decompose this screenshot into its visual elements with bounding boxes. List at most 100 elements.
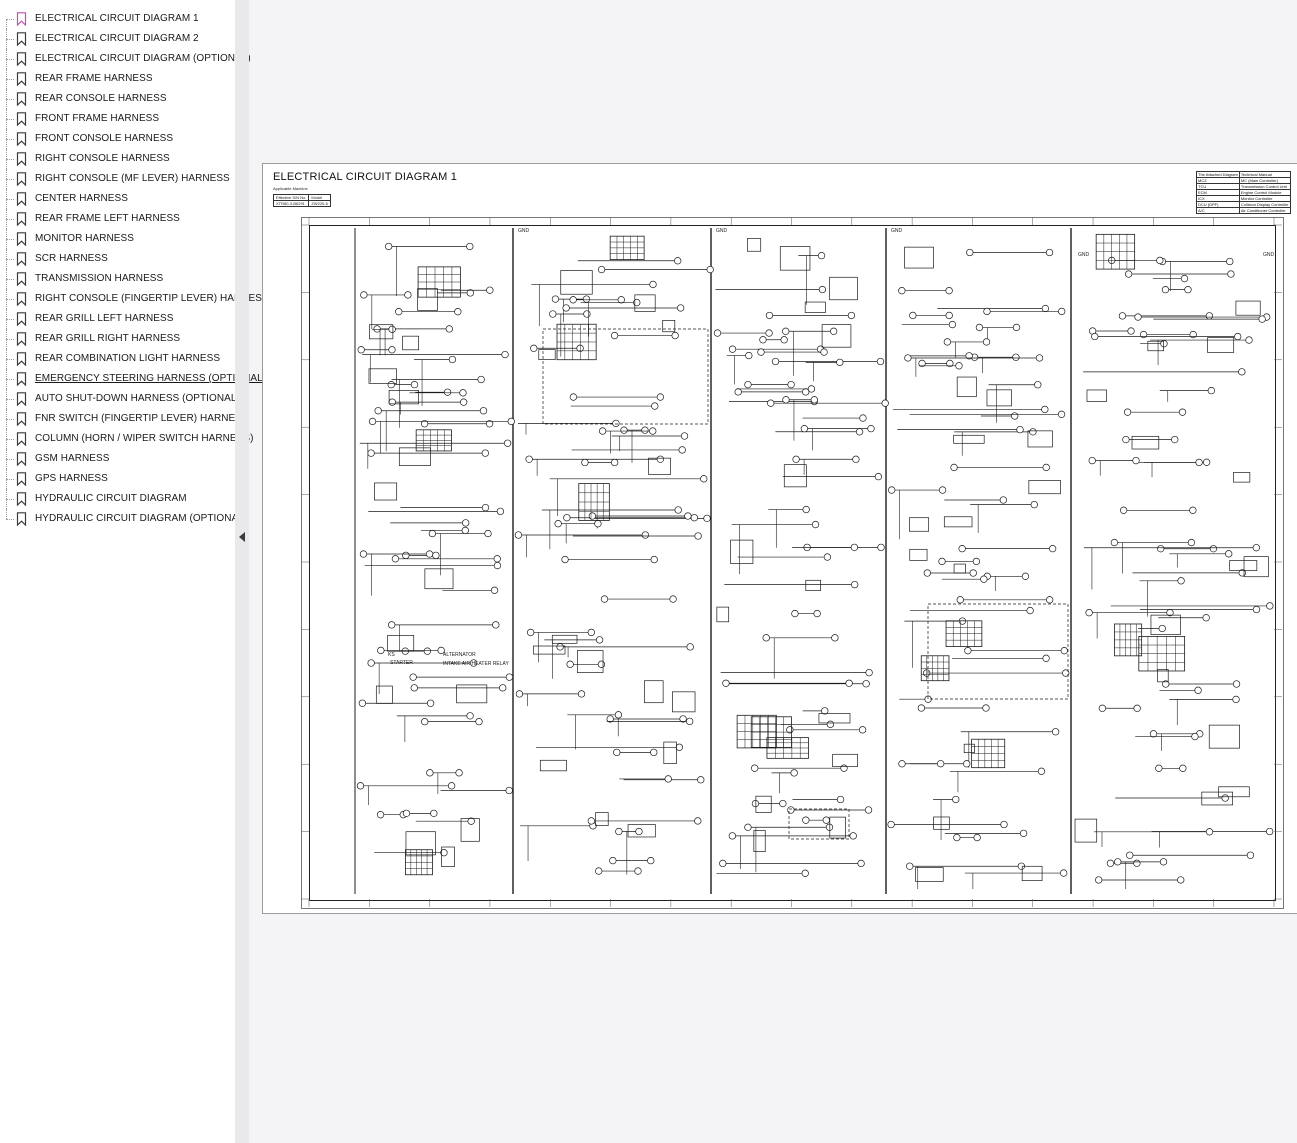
- terminal-node: [1202, 458, 1211, 466]
- component-box: [374, 482, 398, 501]
- bookmark-item[interactable]: REAR FRAME LEFT HARNESS: [0, 209, 235, 229]
- terminal-node: [1149, 730, 1158, 738]
- component-box: [1233, 472, 1251, 483]
- terminal-node: [787, 806, 795, 814]
- bookmark-icon: [16, 112, 27, 126]
- ground-label: GND: [1263, 252, 1275, 258]
- terminal-node: [374, 407, 382, 415]
- terminal-node: [481, 449, 489, 457]
- terminal-node: [613, 748, 621, 757]
- bookmark-item[interactable]: FNR SWITCH (FINGERTIP LEVER) HARNESS: [0, 409, 249, 429]
- bookmark-item[interactable]: HYDRAULIC CIRCUIT DIAGRAM (OPTIONAL): [0, 509, 247, 529]
- bookmark-item[interactable]: HYDRAULIC CIRCUIT DIAGRAM: [0, 489, 235, 509]
- terminal-node: [782, 396, 790, 404]
- bookmark-item[interactable]: GSM HARNESS: [0, 449, 235, 469]
- component-box: [663, 741, 677, 764]
- terminal-node: [426, 769, 434, 777]
- bookmark-icon: [16, 32, 27, 46]
- component-box: [986, 389, 1012, 407]
- terminal-node: [684, 512, 692, 520]
- chevron-left-icon[interactable]: [238, 531, 246, 543]
- terminal-node: [1205, 312, 1214, 320]
- terminal-node: [1098, 704, 1107, 712]
- terminal-node: [1012, 353, 1020, 361]
- drawing-border: [309, 225, 1276, 901]
- bookmark-item[interactable]: RIGHT CONSOLE HARNESS: [0, 149, 235, 169]
- sidebar-splitter[interactable]: [235, 0, 249, 1143]
- component-box: [441, 846, 455, 867]
- terminal-node: [1042, 463, 1050, 472]
- terminal-node: [440, 849, 448, 857]
- terminal-node: [1035, 354, 1044, 362]
- bookmark-item[interactable]: GPS HARNESS: [0, 469, 235, 489]
- bookmark-item[interactable]: REAR GRILL LEFT HARNESS: [0, 309, 235, 329]
- bookmark-item[interactable]: CENTER HARNESS: [0, 189, 235, 209]
- terminal-node: [459, 398, 468, 406]
- bookmark-item[interactable]: TRANSMISSION HARNESS: [0, 269, 235, 289]
- terminal-node: [852, 455, 860, 463]
- bookmark-item[interactable]: FRONT CONSOLE HARNESS: [0, 129, 235, 149]
- component-box: [424, 568, 454, 590]
- component-box: [963, 743, 975, 754]
- bookmark-item[interactable]: AUTO SHUT-DOWN HARNESS (OPTIONAL): [0, 389, 240, 409]
- terminal-node: [836, 795, 845, 804]
- terminal-node: [576, 344, 584, 352]
- bookmark-item[interactable]: REAR CONSOLE HARNESS: [0, 89, 235, 109]
- terminal-node: [356, 782, 365, 790]
- bookmark-item[interactable]: REAR GRILL RIGHT HARNESS: [0, 329, 235, 349]
- terminal-node: [1258, 315, 1266, 323]
- bookmark-item[interactable]: COLUMN (HORN / WIPER SWITCH HARNESS): [0, 429, 253, 449]
- terminal-node: [945, 287, 953, 295]
- component-box: [832, 753, 858, 768]
- bookmark-item[interactable]: RIGHT CONSOLE (MF LEVER) HARNESS: [0, 169, 235, 189]
- terminal-node: [952, 795, 960, 804]
- bookmark-icon: [16, 72, 27, 86]
- terminal-node: [1177, 577, 1185, 585]
- bookmark-item[interactable]: REAR COMBINATION LIGHT HARNESS: [0, 349, 235, 369]
- terminal-node: [1029, 428, 1037, 436]
- diagram-page: ELECTRICAL CIRCUIT DIAGRAM 1 Applicable …: [262, 163, 1297, 914]
- terminal-node: [1122, 435, 1130, 444]
- bookmark-item[interactable]: ELECTRICAL CIRCUIT DIAGRAM 1: [0, 9, 235, 29]
- bookmark-label: ELECTRICAL CIRCUIT DIAGRAM 2: [35, 33, 199, 44]
- document-viewer[interactable]: ELECTRICAL CIRCUIT DIAGRAM 1 Applicable …: [249, 0, 1297, 1143]
- terminal-node: [820, 348, 828, 356]
- component-box: [1150, 614, 1181, 635]
- terminal-node: [423, 647, 432, 655]
- terminal-node: [686, 717, 694, 726]
- terminal-node: [634, 867, 642, 875]
- terminal-node: [373, 325, 381, 333]
- terminal-node: [745, 351, 753, 360]
- terminal-node: [1162, 680, 1170, 688]
- component-box: [595, 812, 609, 826]
- bookmark-item[interactable]: REAR FRAME HARNESS: [0, 69, 235, 89]
- bookmark-label: SCR HARNESS: [35, 253, 108, 264]
- terminal-node: [1132, 456, 1140, 465]
- terminal-node: [1184, 286, 1192, 294]
- terminal-node: [728, 832, 737, 840]
- terminal-node: [1060, 869, 1068, 877]
- terminal-node: [791, 609, 799, 618]
- terminal-node: [713, 329, 722, 337]
- terminal-node: [597, 265, 606, 274]
- terminal-node: [1034, 381, 1042, 389]
- terminal-node: [562, 304, 570, 312]
- terminal-node: [943, 338, 951, 346]
- bookmark-item[interactable]: RIGHT CONSOLE (FINGERTIP LEVER) HARNESS: [0, 289, 269, 309]
- bookmark-item[interactable]: MONITOR HARNESS: [0, 229, 235, 249]
- terminal-node: [867, 424, 875, 433]
- bookmark-item[interactable]: EMERGENCY STEERING HARNESS (OPTIONAL): [0, 369, 266, 389]
- terminal-node: [1127, 327, 1135, 335]
- bookmark-item[interactable]: ELECTRICAL CIRCUIT DIAGRAM (OPTIONAL): [0, 49, 251, 69]
- component-box: [829, 276, 858, 301]
- bookmark-item[interactable]: ELECTRICAL CIRCUIT DIAGRAM 2: [0, 29, 235, 49]
- terminal-node: [1011, 412, 1019, 420]
- bookmark-item[interactable]: SCR HARNESS: [0, 249, 235, 269]
- bookmark-item[interactable]: FRONT FRAME HARNESS: [0, 109, 235, 129]
- terminal-node: [1114, 858, 1122, 866]
- terminal-node: [1158, 624, 1166, 633]
- terminal-node: [1171, 435, 1179, 444]
- terminal-node: [964, 647, 972, 655]
- terminal-node: [437, 646, 445, 655]
